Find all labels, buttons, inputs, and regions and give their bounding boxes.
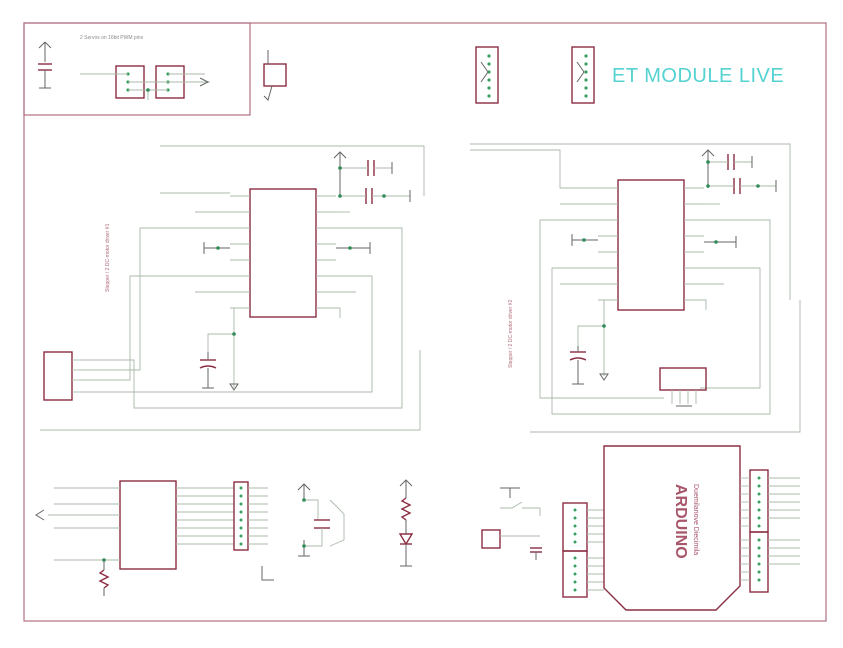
arduino-header-left-pins <box>573 508 577 592</box>
driver-2-capacitors <box>701 149 777 194</box>
header-jp-c-pins <box>584 54 588 98</box>
arduino-subtitle: Duemilanove Diecimila <box>692 484 699 555</box>
stepper-block-2-title: Stepper / 2 DC-motor driver #2 <box>508 299 514 368</box>
pin-header-strip <box>233 481 249 551</box>
header-jp-c-lead <box>576 61 585 83</box>
arduino-header-right-pins <box>757 476 761 582</box>
junction-dot <box>714 240 718 244</box>
junction-dot <box>102 558 106 562</box>
driver-ic-1 <box>249 188 317 318</box>
driver-1-ground-symbols <box>203 242 371 254</box>
driver-1-wires <box>40 145 425 431</box>
pin-header-strip-pins <box>239 486 243 546</box>
driver-ic-2-pin-lines <box>598 187 704 301</box>
junction-dot <box>232 332 236 336</box>
arduino-header-right-bottom <box>749 531 769 593</box>
servo-output-arrow <box>199 77 210 87</box>
reset-switch-body <box>481 529 501 549</box>
shift-register-pins-right <box>176 487 234 545</box>
servo-block-title: 2 Servos on 16bit PWM pins <box>80 35 144 41</box>
header-jp-a <box>263 63 287 87</box>
reset-switch <box>481 487 542 560</box>
driver-2-bulk-capacitor <box>569 346 609 385</box>
servo-wires <box>80 73 210 100</box>
servo-capacitor <box>38 41 52 89</box>
arduino-header-right-leads <box>740 477 800 581</box>
header-jp-b-lead <box>480 61 489 83</box>
driver-ic-1-pin-lines <box>230 195 336 309</box>
junction-dot <box>302 498 306 502</box>
arduino-header-left-leads <box>587 509 604 591</box>
junction-dot <box>706 184 710 188</box>
driver-1-bulk-capacitor <box>199 352 239 391</box>
motor-connector-2-pins <box>671 390 697 407</box>
arduino-board <box>603 445 741 611</box>
sheet-frame <box>23 22 827 622</box>
shift-register-ic <box>119 480 177 570</box>
motor-connector-1 <box>43 351 73 401</box>
arduino-title: ARDUINO <box>672 484 689 559</box>
shift-register <box>35 480 274 596</box>
driver-2-ground-symbols <box>571 234 737 248</box>
junction-dot <box>756 184 760 188</box>
junction-dot <box>582 238 586 242</box>
pin-header-leads <box>248 487 268 545</box>
filter-capacitor <box>297 483 345 557</box>
servo-block-frame <box>23 22 251 116</box>
stepper-driver-2: Stepper / 2 DC-motor driver #2 <box>470 143 801 433</box>
junction-dot <box>146 88 150 92</box>
junction-dot <box>338 166 342 170</box>
driver-2-wires <box>470 143 801 433</box>
shift-register-arrow <box>35 509 45 521</box>
servo-block: 2 Servos on 16bit PWM pins <box>23 22 251 116</box>
header-jp-a-lead <box>263 50 273 101</box>
stepper-block-1-title: Stepper / 2 DC-motor driver #1 <box>105 223 111 292</box>
junction-dot <box>338 194 342 198</box>
shift-register-pins-left <box>48 487 120 561</box>
junction-dot <box>602 324 606 328</box>
motor-connector-1-pins <box>72 359 80 393</box>
page-title: ET MODULE LIVE <box>612 65 784 87</box>
pull-resistor <box>98 560 110 596</box>
header-jp-b-pins <box>487 54 491 98</box>
header-jp-b <box>475 46 499 104</box>
motor-connector-2 <box>659 367 707 391</box>
junction-dot <box>348 246 352 250</box>
ground-symbol <box>261 566 274 581</box>
driver-1-capacitors <box>333 151 411 204</box>
led-indicator <box>398 479 414 567</box>
driver-ic-2 <box>617 179 685 311</box>
stepper-driver-1: Stepper / 2 DC-motor driver #1 <box>40 145 425 431</box>
junction-dot <box>302 544 306 548</box>
junction-dot <box>216 246 220 250</box>
header-jp-c <box>571 46 595 104</box>
junction-dot <box>706 160 710 164</box>
junction-dot <box>382 194 386 198</box>
